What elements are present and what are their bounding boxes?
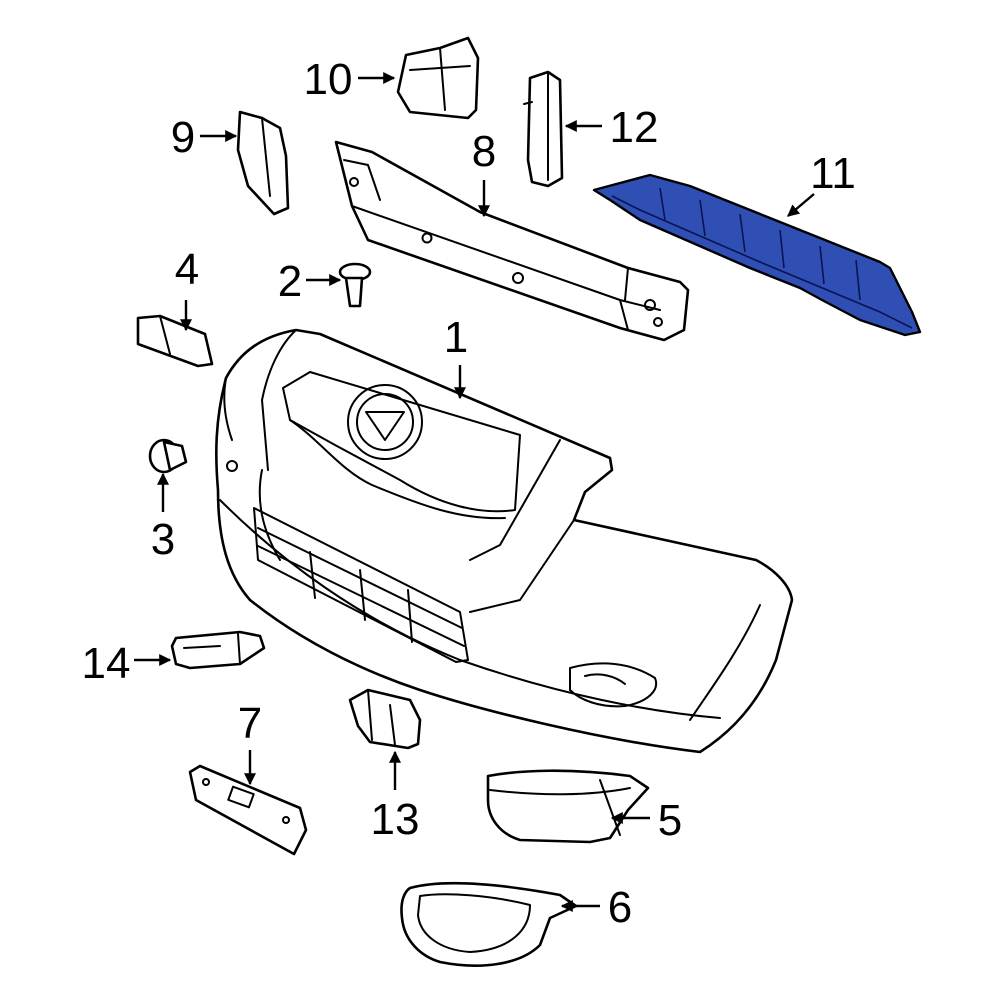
callout-11: 11 [810, 149, 856, 198]
part-10-bracket[interactable] [396, 36, 480, 120]
leader-11 [787, 193, 815, 217]
callout-5: 5 [658, 796, 682, 845]
callout-6: 6 [608, 883, 632, 932]
callout-8: 8 [472, 127, 496, 176]
part-8-reinforcement[interactable] [334, 140, 690, 342]
leader-lines [134, 72, 815, 912]
part-9-support[interactable] [236, 110, 290, 216]
part-6-fog-lamp-bezel[interactable] [400, 881, 578, 967]
callout-2: 2 [278, 257, 302, 306]
callout-7: 7 [238, 699, 262, 748]
part-7-license-bracket[interactable] [188, 764, 308, 856]
part-11-absorber[interactable] [592, 173, 922, 337]
part-12-bracket[interactable] [523, 70, 564, 188]
part-4-retainer[interactable] [136, 314, 214, 368]
callout-14: 14 [82, 639, 131, 688]
callout-1: 1 [444, 313, 468, 362]
callout-4: 4 [175, 245, 199, 294]
callout-10: 10 [304, 55, 353, 104]
callout-13: 13 [371, 795, 420, 844]
part-14-bulb[interactable] [170, 630, 266, 670]
callout-12: 12 [610, 103, 659, 152]
part-5-fog-lamp[interactable] [486, 769, 650, 844]
part-3-plug[interactable] [148, 438, 188, 474]
part-1-bumper-cover[interactable] [215, 328, 794, 754]
callout-9: 9 [171, 113, 195, 162]
callout-labels: 1 2 3 4 5 6 7 8 9 10 11 12 13 14 [82, 55, 856, 932]
callout-3: 3 [151, 515, 175, 564]
part-2-clip[interactable] [338, 262, 372, 308]
part-13-sensor[interactable] [348, 688, 422, 750]
